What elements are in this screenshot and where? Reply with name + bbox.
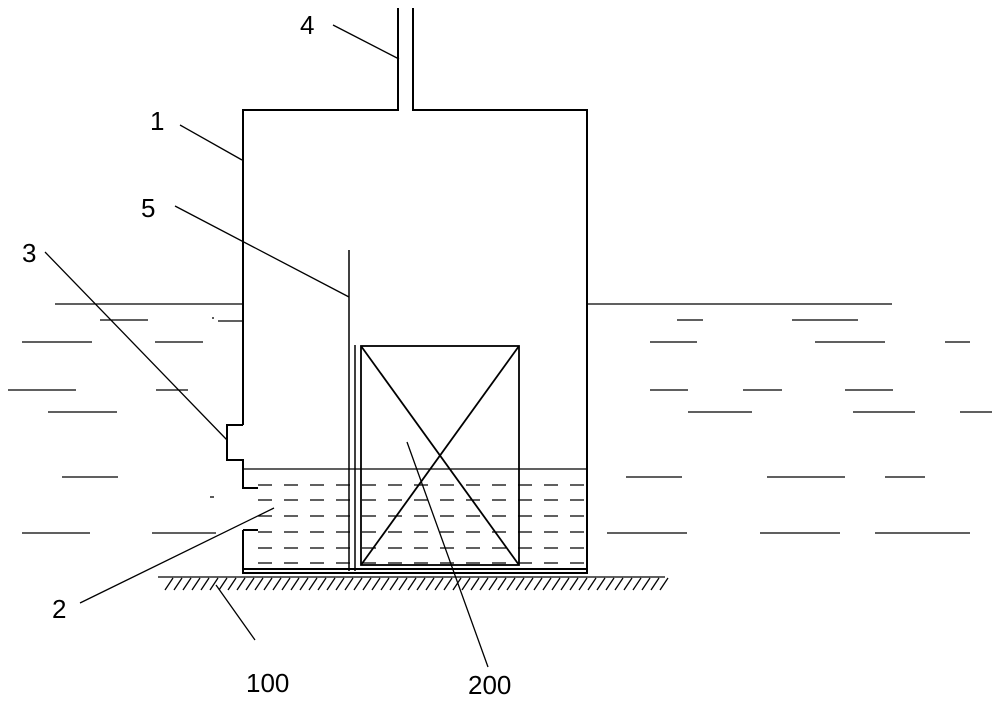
- hatch-stroke: [209, 577, 219, 591]
- hatch-stroke: [353, 577, 363, 591]
- hatch-stroke: [371, 577, 381, 591]
- hatch-stroke: [173, 577, 183, 591]
- leader-line-3: [44, 251, 228, 441]
- hatch-stroke: [407, 577, 417, 591]
- hatch-stroke: [200, 577, 210, 591]
- housing: [226, 8, 588, 574]
- hatch-stroke: [290, 577, 300, 591]
- leader-lines: [44, 24, 489, 668]
- housing-outline: [242, 8, 399, 425]
- hatch-stroke: [281, 577, 291, 591]
- hatch-stroke: [659, 577, 669, 591]
- hatch-stroke: [182, 577, 192, 591]
- leader-line-1: [179, 124, 243, 161]
- leader-line-5: [174, 205, 350, 298]
- hatch-stroke: [587, 577, 597, 591]
- hatch-stroke: [344, 577, 354, 591]
- leader-line-200: [406, 441, 489, 668]
- hatch-stroke: [245, 577, 255, 591]
- hatch-stroke: [551, 577, 561, 591]
- hatch-stroke: [596, 577, 606, 591]
- hatch-stroke: [569, 577, 579, 591]
- label-inner-chamber: 2: [52, 594, 66, 624]
- hatch-stroke: [623, 577, 633, 591]
- hatch-stroke: [632, 577, 642, 591]
- leader-line-2: [79, 507, 275, 604]
- partition-plate: [348, 250, 356, 571]
- hatch-stroke: [533, 577, 543, 591]
- hatch-stroke: [560, 577, 570, 591]
- hatch-stroke: [488, 577, 498, 591]
- internal-water: [243, 468, 587, 564]
- hatch-stroke: [227, 577, 237, 591]
- device-box-diagonal: [360, 345, 520, 566]
- hatch-stroke: [515, 577, 525, 591]
- hatch-stroke: [335, 577, 345, 591]
- hatch-stroke: [236, 577, 246, 591]
- hatch-stroke: [416, 577, 426, 591]
- hatch-stroke: [641, 577, 651, 591]
- external-water: [8, 303, 992, 534]
- hatch-stroke: [308, 577, 318, 591]
- hatch-stroke: [272, 577, 282, 591]
- hatch-stroke: [263, 577, 273, 591]
- hatch-stroke: [434, 577, 444, 591]
- hatch-stroke: [389, 577, 399, 591]
- hatch-stroke: [479, 577, 489, 591]
- hatch-stroke: [380, 577, 390, 591]
- hatch-stroke: [452, 577, 462, 591]
- hatch-stroke: [398, 577, 408, 591]
- hatch-stroke: [461, 577, 471, 591]
- hatch-stroke: [425, 577, 435, 591]
- hatch-stroke: [164, 577, 174, 591]
- hatch-stroke: [326, 577, 336, 591]
- hatch-stroke: [362, 577, 372, 591]
- label-ground: 100: [246, 668, 289, 698]
- hatch-stroke: [650, 577, 660, 591]
- leader-line-100: [215, 584, 256, 641]
- label-device: 200: [468, 670, 511, 700]
- hatch-stroke: [506, 577, 516, 591]
- hatch-stroke: [614, 577, 624, 591]
- hatch-stroke: [470, 577, 480, 591]
- ground-hatch: [164, 577, 669, 591]
- side-port: [226, 424, 258, 489]
- hatch-stroke: [254, 577, 264, 591]
- hatch-stroke: [497, 577, 507, 591]
- hatch-stroke: [191, 577, 201, 591]
- leader-line-4: [332, 24, 400, 60]
- housing-outline-right: [242, 8, 588, 574]
- label-partition-plate: 5: [141, 193, 155, 223]
- hatch-stroke: [578, 577, 588, 591]
- hatch-stroke: [317, 577, 327, 591]
- hatch-stroke: [542, 577, 552, 591]
- label-housing: 1: [150, 106, 164, 136]
- hatch-stroke: [299, 577, 309, 591]
- hatch-stroke: [605, 577, 615, 591]
- device-box-outline: [360, 345, 520, 566]
- label-vent-pipe: 4: [300, 10, 314, 40]
- hatch-stroke: [524, 577, 534, 591]
- device-box: [360, 345, 520, 566]
- ground: [158, 576, 669, 591]
- hatch-stroke: [218, 577, 228, 591]
- label-side-port: 3: [22, 238, 36, 268]
- hatch-stroke: [443, 577, 453, 591]
